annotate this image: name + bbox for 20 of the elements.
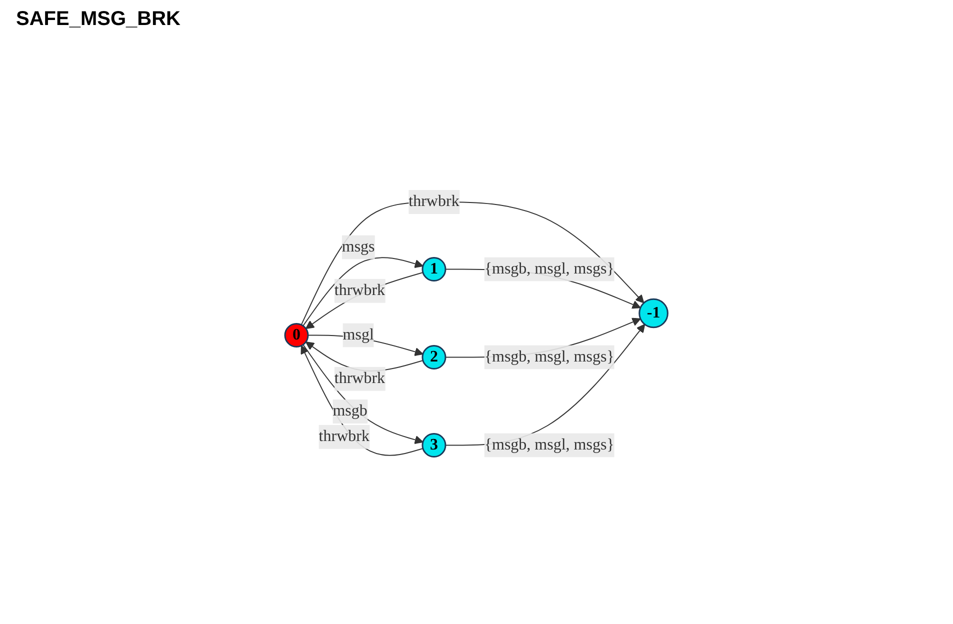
arrow bbox=[306, 272, 424, 330]
diagram-title: SAFE_MSG_BRK bbox=[15, 7, 182, 32]
arrow bbox=[445, 324, 646, 446]
edge-label: msgb bbox=[332, 402, 368, 420]
edge-label: msgs bbox=[342, 238, 375, 256]
edge-label: thrwbrk bbox=[334, 282, 386, 300]
node-circle: -1 bbox=[638, 298, 669, 329]
edge-label: thrwbrk bbox=[334, 370, 386, 388]
node-circle: 2 bbox=[422, 345, 446, 370]
arrow bbox=[301, 202, 644, 326]
node-circle: 0 bbox=[284, 323, 309, 348]
edge-label: {msgb, msgl, msgs} bbox=[484, 436, 615, 454]
edge-label: thrwbrk bbox=[318, 428, 370, 446]
edge-label: {msgb, msgl, msgs} bbox=[484, 348, 615, 366]
arrow bbox=[302, 257, 424, 327]
edge-label: msgl bbox=[342, 326, 374, 344]
edge-label: {msgb, msgl, msgs} bbox=[484, 260, 615, 278]
node-circle: 1 bbox=[422, 257, 446, 282]
node-circle: 3 bbox=[422, 433, 446, 458]
edge-label: thrwbrk bbox=[408, 193, 460, 210]
